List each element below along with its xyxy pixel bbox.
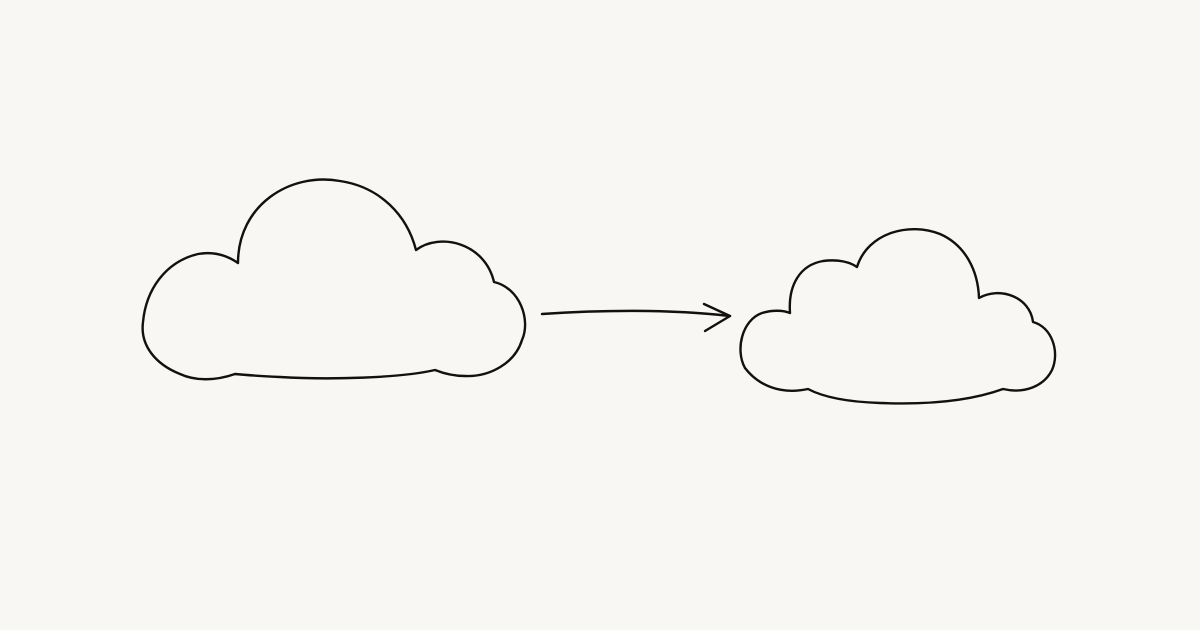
source-cloud <box>141 178 527 381</box>
target-cloud <box>739 227 1057 405</box>
arrow-head <box>702 302 732 333</box>
arrow-shaft <box>540 309 732 318</box>
